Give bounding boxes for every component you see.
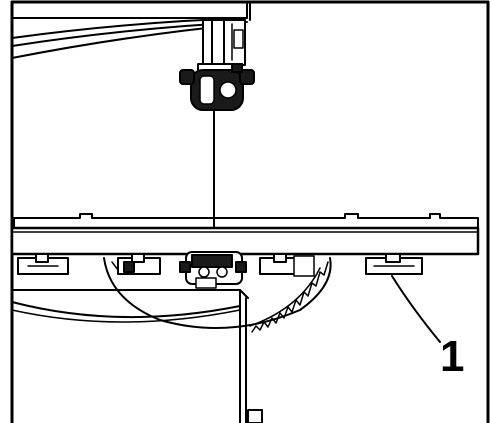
clamp-knob-right	[365, 253, 423, 275]
clamp-knob-center-left	[117, 253, 161, 275]
outer-frame	[10, 0, 490, 423]
table-top	[10, 213, 480, 256]
scale-teeth	[251, 261, 329, 333]
clamp-knob-center-right	[259, 253, 315, 277]
callout-label-1: 1	[440, 332, 465, 381]
blade-guide-post	[202, 19, 246, 66]
lower-blade-guide	[179, 251, 247, 289]
upper-blade-guide	[179, 63, 255, 111]
clamp-knob-left	[17, 253, 69, 275]
callout-leader-line	[391, 275, 441, 343]
lower-wheel-housing	[11, 289, 263, 423]
